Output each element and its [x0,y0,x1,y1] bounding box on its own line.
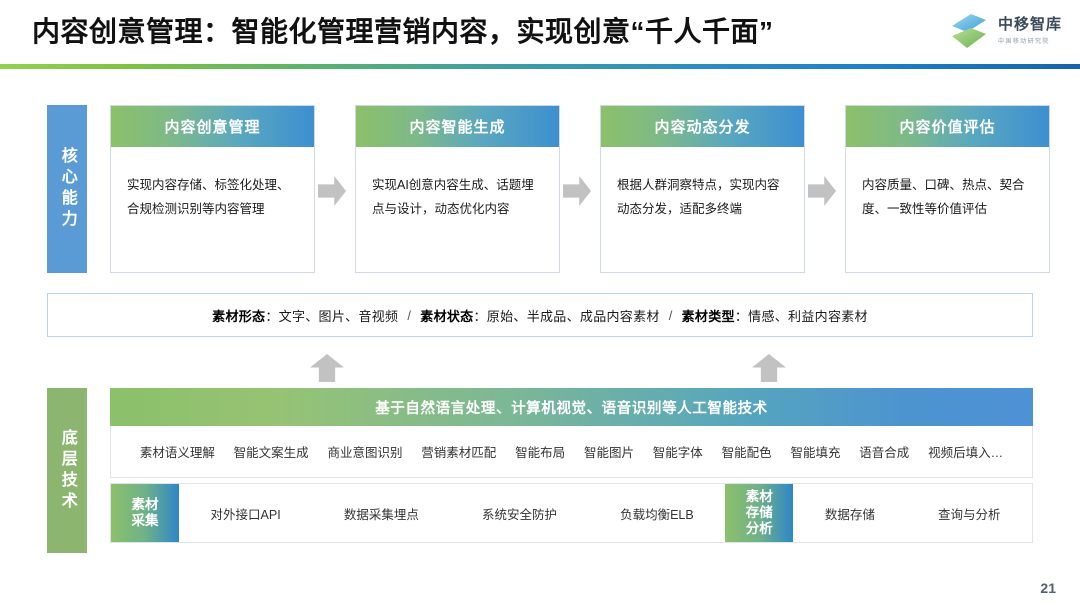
material-form-value: 文字、图片、音视频 [278,308,399,324]
technology-tag[interactable]: 营销素材匹配 [421,446,497,460]
technology-tag[interactable]: 素材语义理解 [139,446,215,460]
info-separator: / [407,307,412,323]
capability-card-body: 实现AI创意内容生成、话题埋点与设计，动态优化内容 [372,178,534,217]
capability-card[interactable]: 内容创意管理 实现内容存储、标签化处理、合规检测识别等内容管理 [110,105,315,273]
badge-material-collection[interactable]: 素材采集 [111,484,179,542]
arrow-right-icon [808,176,836,206]
material-type-label: 素材类型 [681,308,735,324]
logo-swoosh-icon [948,10,990,52]
material-info-bar: 素材形态： 文字、图片、音视频 / 素材状态： 原始、半成品、成品内容素材 / … [47,293,1033,337]
capability-card-title: 内容价值评估 [846,106,1049,147]
arrow-right-icon [563,176,591,206]
infrastructure-row: 素材采集 对外接口API 数据采集埋点 系统安全防护 负载均衡ELB 素材存储分… [110,483,1033,543]
capability-card-body: 实现内容存储、标签化处理、合规检测识别等内容管理 [127,178,290,217]
infrastructure-cell[interactable]: 数据采集埋点 [343,507,419,522]
badge-material-storage-analysis[interactable]: 素材存储分析 [725,484,794,542]
material-state-label: 素材状态 [420,308,474,324]
technology-tag[interactable]: 语音合成 [859,446,910,460]
base-technology-panel: 基于自然语言处理、计算机视觉、语音识别等人工智能技术 素材语义理解 智能文案生成… [110,388,1033,553]
capability-card[interactable]: 内容价值评估 内容质量、口碑、热点、契合度、一致性等价值评估 [845,105,1050,273]
technology-tag[interactable]: 智能配色 [721,446,772,460]
material-form-label: 素材形态 [212,308,266,324]
section-label-core-capability: 核心能力 [47,105,87,273]
technology-tag-list: 素材语义理解 智能文案生成 商业意图识别 营销素材匹配 智能布局 智能图片 智能… [110,426,1033,478]
infrastructure-cell[interactable]: 对外接口API [210,507,281,522]
logo-sub-text: 中国移动研究院 [997,38,1050,45]
capability-card-body: 内容质量、口碑、热点、契合度、一致性等价值评估 [862,178,1025,217]
infrastructure-cell[interactable]: 查询与分析 [937,507,1001,522]
material-type-value: 情感、利益内容素材 [748,308,868,324]
capability-card[interactable]: 内容智能生成 实现AI创意内容生成、话题埋点与设计，动态优化内容 [355,105,560,273]
arrow-up-icon [310,354,344,382]
logo-text: 中移智库 中国移动研究院 [998,17,1062,45]
capability-card[interactable]: 内容动态分发 根据人群洞察特点，实现内容动态分发，适配多终端 [600,105,805,273]
info-separator: / [668,307,673,323]
technology-tag[interactable]: 智能文案生成 [233,446,309,460]
technology-tag[interactable]: 智能图片 [583,446,634,460]
slide-header: 内容创意管理：智能化管理营销内容，实现创意“千人千面” [0,0,1080,69]
ai-technology-banner: 基于自然语言处理、计算机视觉、语音识别等人工智能技术 [110,388,1033,426]
capability-card-body: 根据人群洞察特点，实现内容动态分发，适配多终端 [617,178,780,217]
page-number: 21 [1040,580,1056,596]
infrastructure-cell[interactable]: 数据存储 [824,507,875,522]
capability-card-title: 内容动态分发 [601,106,804,147]
arrow-right-icon [318,176,346,206]
logo-main-text: 中移智库 [997,16,1062,34]
brand-logo: 中移智库 中国移动研究院 [948,10,1062,52]
technology-tag[interactable]: 智能填充 [790,446,841,460]
header-gradient-rule [0,64,1080,69]
technology-tag[interactable]: 商业意图识别 [327,446,403,460]
capability-card-title: 内容创意管理 [111,106,314,147]
material-state-value: 原始、半成品、成品内容素材 [486,308,660,324]
technology-tag[interactable]: 智能字体 [652,446,703,460]
section-label-base-technology: 底层技术 [47,388,87,553]
capability-card-title: 内容智能生成 [356,106,559,147]
technology-tag[interactable]: 视频后填入… [928,446,1004,460]
arrow-up-icon [752,354,786,382]
infrastructure-cell[interactable]: 系统安全防护 [481,507,557,522]
infrastructure-cell[interactable]: 负载均衡ELB [620,507,694,522]
technology-tag[interactable]: 智能布局 [515,446,566,460]
page-title: 内容创意管理：智能化管理营销内容，实现创意“千人千面” [32,16,774,47]
